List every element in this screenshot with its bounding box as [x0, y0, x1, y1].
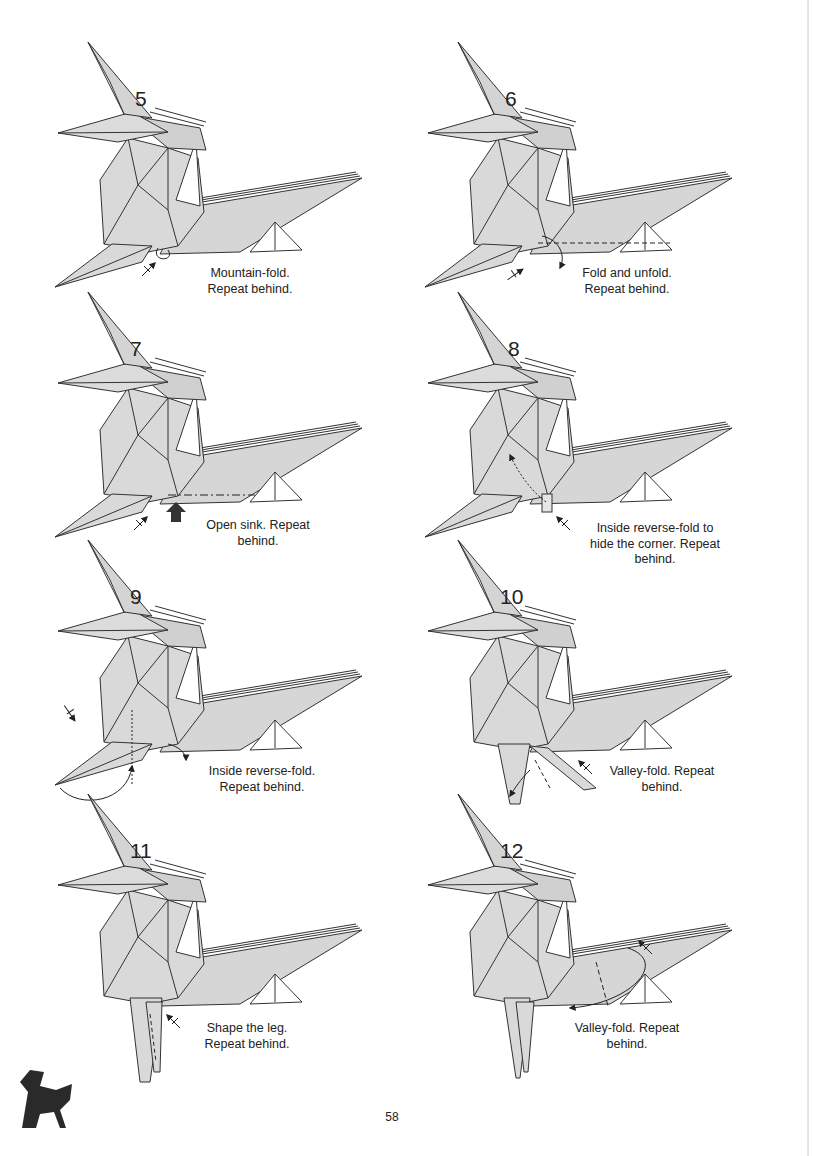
step-number: 6: [505, 86, 517, 112]
step-number: 11: [130, 838, 152, 864]
instruction-text: Valley-fold. Repeat behind.: [607, 764, 717, 795]
page-number: 58: [372, 1110, 412, 1125]
step-number: 7: [130, 336, 142, 362]
logo-icon: [20, 1070, 72, 1128]
step-number: 12: [500, 838, 523, 864]
instruction-text: Mountain-fold. Repeat behind.: [191, 266, 309, 297]
instruction-text: Shape the leg. Repeat behind.: [192, 1021, 302, 1052]
instruction-text: Inside reverse-fold. Repeat behind.: [187, 764, 337, 795]
step-number: 5: [135, 86, 147, 112]
step-number: 9: [130, 584, 142, 610]
instruction-text: Valley-fold. Repeat behind.: [572, 1021, 682, 1052]
instruction-text: Fold and unfold. Repeat behind.: [562, 266, 692, 297]
instruction-text: Open sink. Repeat behind.: [203, 518, 313, 549]
step-number: 8: [508, 336, 520, 362]
instruction-text: Inside reverse-fold to hide the corner. …: [588, 521, 722, 568]
step-number: 10: [500, 584, 523, 610]
